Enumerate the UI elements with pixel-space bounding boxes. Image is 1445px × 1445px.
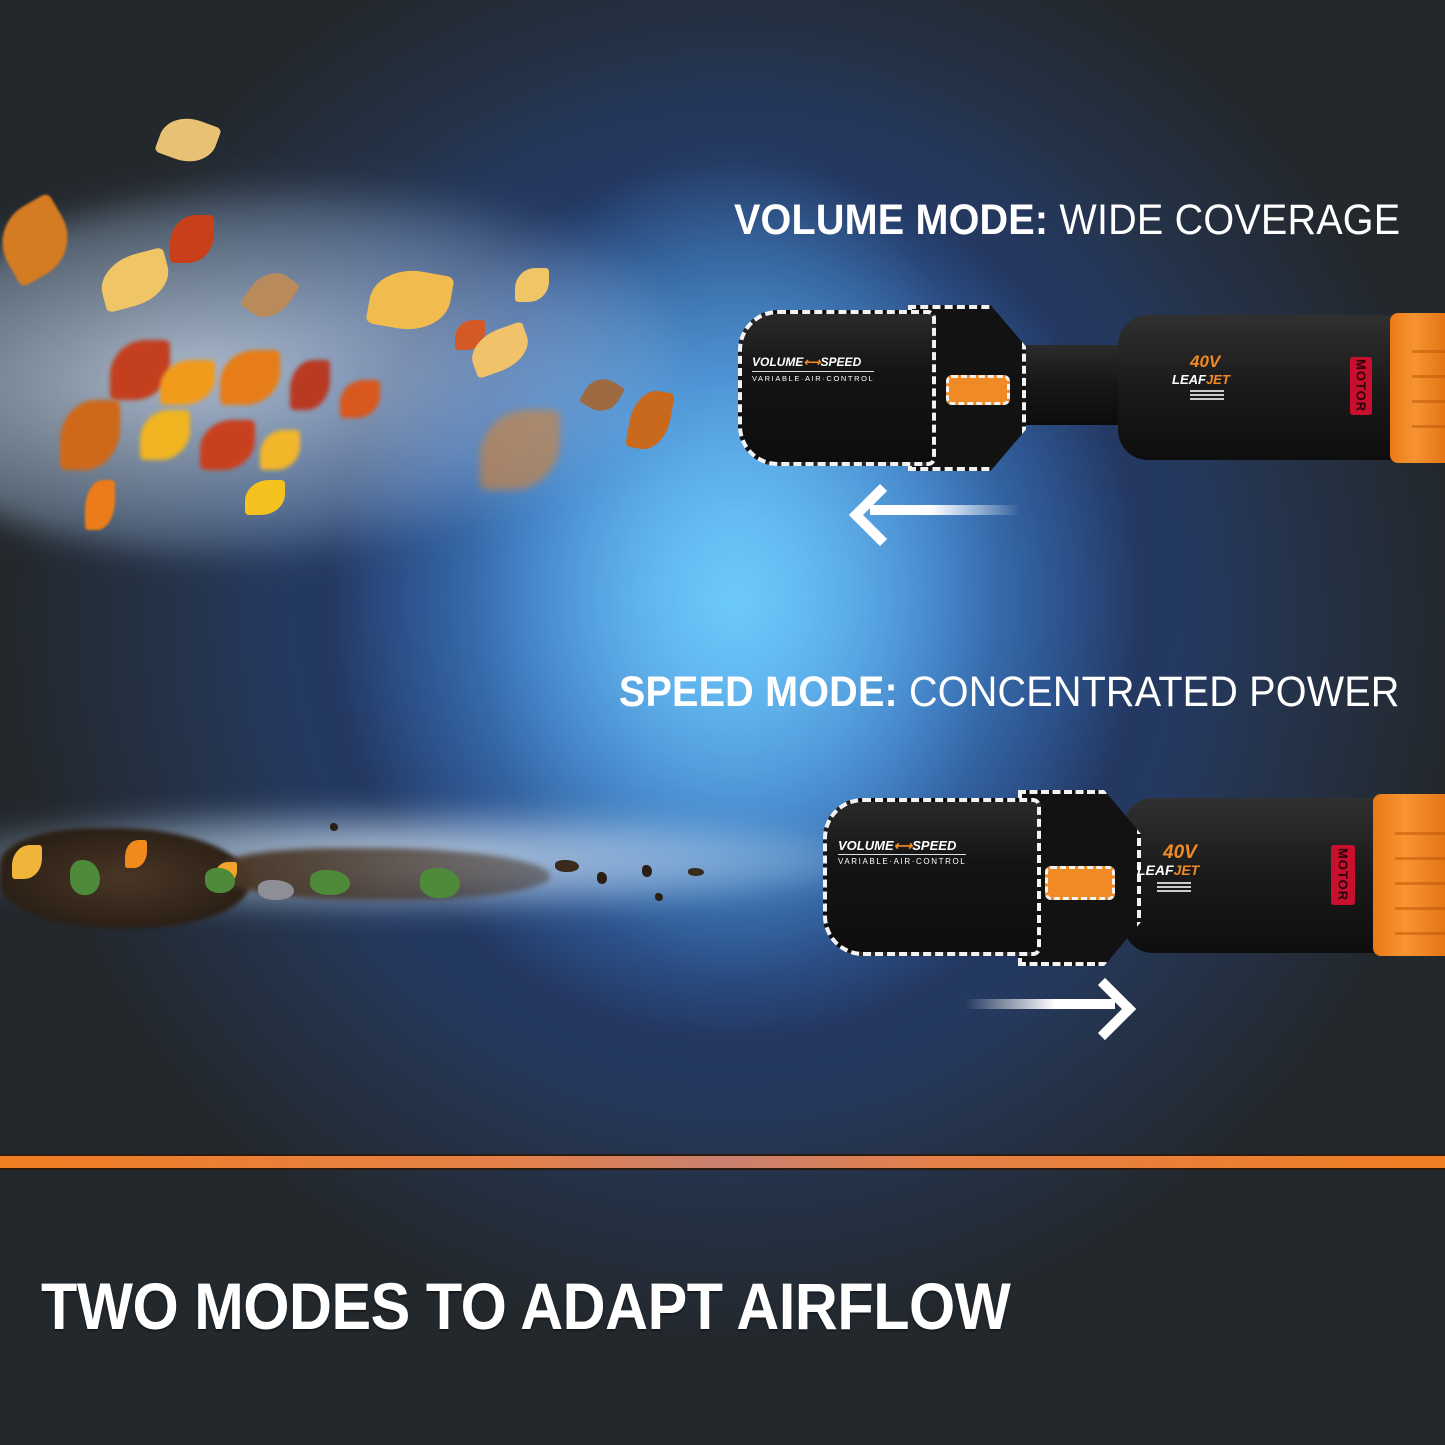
background-glow xyxy=(0,0,1445,1160)
orange-motor-cap xyxy=(1373,794,1445,956)
volume-mode-heading: VOLUME MODE: WIDE COVERAGE xyxy=(733,196,1400,244)
mode-switch xyxy=(946,375,1010,405)
leafjet-logo: LEAFJET xyxy=(1137,862,1200,878)
nozzle-volume-speed-label: VOLUME⟷SPEED xyxy=(838,838,957,853)
nozzle-sublabel: VARIABLE·AIR·CONTROL xyxy=(752,371,875,383)
leaf-blower-volume-mode: MOTOR VOLUME⟷SPEED VARIABLE·AIR·CONTROL … xyxy=(738,305,1445,471)
voltage-logo: 40V xyxy=(1163,842,1197,863)
direction-arrow-right-icon xyxy=(965,977,1137,1041)
tagline-heading: TWO MODES TO ADAPT AIRFLOW xyxy=(41,1269,1011,1343)
orange-divider xyxy=(0,1156,1445,1168)
mode-switch xyxy=(1045,866,1115,900)
nozzle-sublabel: VARIABLE·AIR·CONTROL xyxy=(838,854,967,866)
orange-motor-cap xyxy=(1390,313,1445,463)
leafjet-logo: LEAFJET xyxy=(1172,372,1230,387)
motor-badge: MOTOR xyxy=(1350,357,1372,415)
voltage-logo: 40V xyxy=(1190,352,1221,371)
nozzle-volume-speed-label: VOLUME⟷SPEED xyxy=(752,355,862,369)
leaf-blower-speed-mode: MOTOR VOLUME⟷SPEED VARIABLE·AIR·CONTROL … xyxy=(823,790,1445,966)
speed-mode-heading: SPEED MODE: CONCENTRATED POWER xyxy=(619,668,1400,716)
nozzle-outline xyxy=(823,798,1041,956)
nozzle-outline xyxy=(738,310,936,466)
motor-badge: MOTOR xyxy=(1331,845,1355,905)
direction-arrow-left-icon xyxy=(848,483,1022,547)
